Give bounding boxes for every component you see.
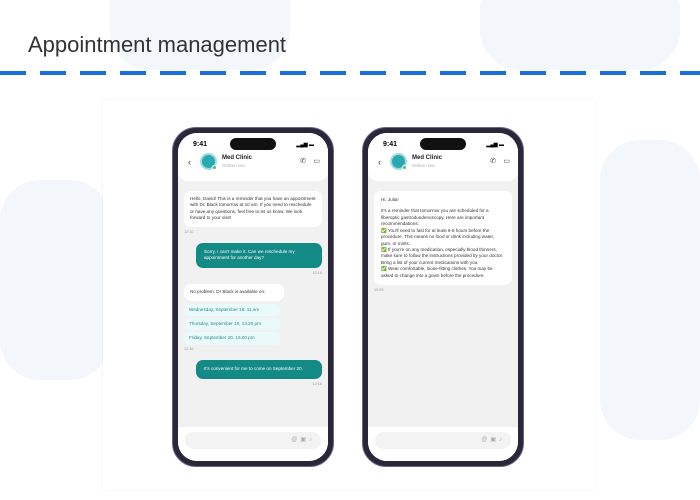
- input-bar: @▣♪: [368, 427, 518, 461]
- input-bar: @▣♪: [178, 427, 328, 461]
- phone-mockup-2: 9:41 ▂▄▆ ▬ ‹ Med Clinic Online now ✆ ▭ H…: [362, 127, 524, 467]
- incoming-message: Hello, David! This is a reminder that yo…: [184, 191, 322, 227]
- outgoing-message: Sorry, I can't make it. Can we reschedul…: [196, 243, 322, 268]
- phone-mockup-1: 9:41 ▂▄▆ ▬ ‹ Med Clinic Online now ✆ ▭ H…: [172, 127, 334, 467]
- dashed-divider: [0, 71, 700, 75]
- date-option[interactable]: Friday, September 20, 16.00 pm: [184, 332, 280, 345]
- avatar: [390, 153, 407, 170]
- avatar: [200, 153, 217, 170]
- video-icon[interactable]: ▭: [313, 158, 320, 165]
- date-option[interactable]: Wednesday, September 18, 11 am: [184, 303, 280, 316]
- message-list: Hi, Julia! It's a reminder that tomorrow…: [368, 181, 518, 293]
- timestamp: 12:16: [184, 346, 194, 351]
- background-shape: [0, 180, 110, 380]
- timestamp: 12:16: [312, 270, 322, 275]
- mic-icon[interactable]: ♪: [499, 437, 505, 443]
- timestamp: 10:05: [374, 288, 384, 293]
- image-icon[interactable]: ▣: [490, 437, 499, 443]
- background-shape: [110, 0, 290, 70]
- message-intro: It's a reminder that tomorrow you are sc…: [381, 208, 489, 227]
- page-title: Appointment management: [28, 32, 287, 57]
- mic-icon[interactable]: ♪: [309, 437, 315, 443]
- recommendation: ✅ If you're on any medication, especiall…: [381, 246, 504, 265]
- message-input[interactable]: @▣♪: [185, 432, 321, 449]
- dynamic-island: [230, 138, 276, 150]
- contact-status: Online now: [412, 163, 435, 168]
- dynamic-island: [420, 138, 466, 150]
- phone-icon[interactable]: ✆: [490, 158, 496, 165]
- signal-battery-icon: ▂▄▆ ▬: [296, 142, 314, 148]
- background-shape: [480, 0, 680, 70]
- video-icon[interactable]: ▭: [503, 158, 510, 165]
- back-icon[interactable]: ‹: [378, 157, 381, 167]
- attach-icon[interactable]: @: [481, 437, 491, 443]
- recommendation: ✅ Wear comfortable, loose-fitting clothe…: [381, 266, 493, 278]
- incoming-message: Hi, Julia! It's a reminder that tomorrow…: [374, 191, 512, 286]
- message-input[interactable]: @▣♪: [375, 432, 511, 449]
- message-list: Hello, David! This is a reminder that yo…: [178, 181, 328, 387]
- contact-name: Med Clinic: [412, 155, 443, 161]
- contact-name: Med Clinic: [222, 155, 253, 161]
- attach-icon[interactable]: @: [291, 437, 301, 443]
- recommendation: ✅ You'll need to fast for at least 6-8 h…: [381, 227, 495, 246]
- background-shape: [600, 140, 700, 440]
- timestamp: 12:16: [312, 381, 322, 386]
- outgoing-message: It's convenient for me to come on Septem…: [196, 360, 322, 379]
- clock: 9:41: [193, 141, 208, 148]
- online-dot: [212, 165, 217, 170]
- date-option[interactable]: Thursday, September 19, 13.30 pm: [184, 318, 280, 331]
- chat-header: 9:41 ▂▄▆ ▬ ‹ Med Clinic Online now ✆ ▭: [368, 133, 518, 181]
- online-dot: [402, 165, 407, 170]
- image-icon[interactable]: ▣: [300, 437, 309, 443]
- timestamp: 12:10: [184, 229, 194, 234]
- clock: 9:41: [383, 141, 398, 148]
- signal-battery-icon: ▂▄▆ ▬: [486, 142, 504, 148]
- greeting: Hi, Julia!: [381, 197, 399, 202]
- phone-icon[interactable]: ✆: [300, 158, 306, 165]
- chat-header: 9:41 ▂▄▆ ▬ ‹ Med Clinic Online now ✆ ▭: [178, 133, 328, 181]
- contact-status: Online now: [222, 163, 245, 168]
- back-icon[interactable]: ‹: [188, 157, 191, 167]
- incoming-message: No problem, Dr Black is available on:: [184, 284, 284, 301]
